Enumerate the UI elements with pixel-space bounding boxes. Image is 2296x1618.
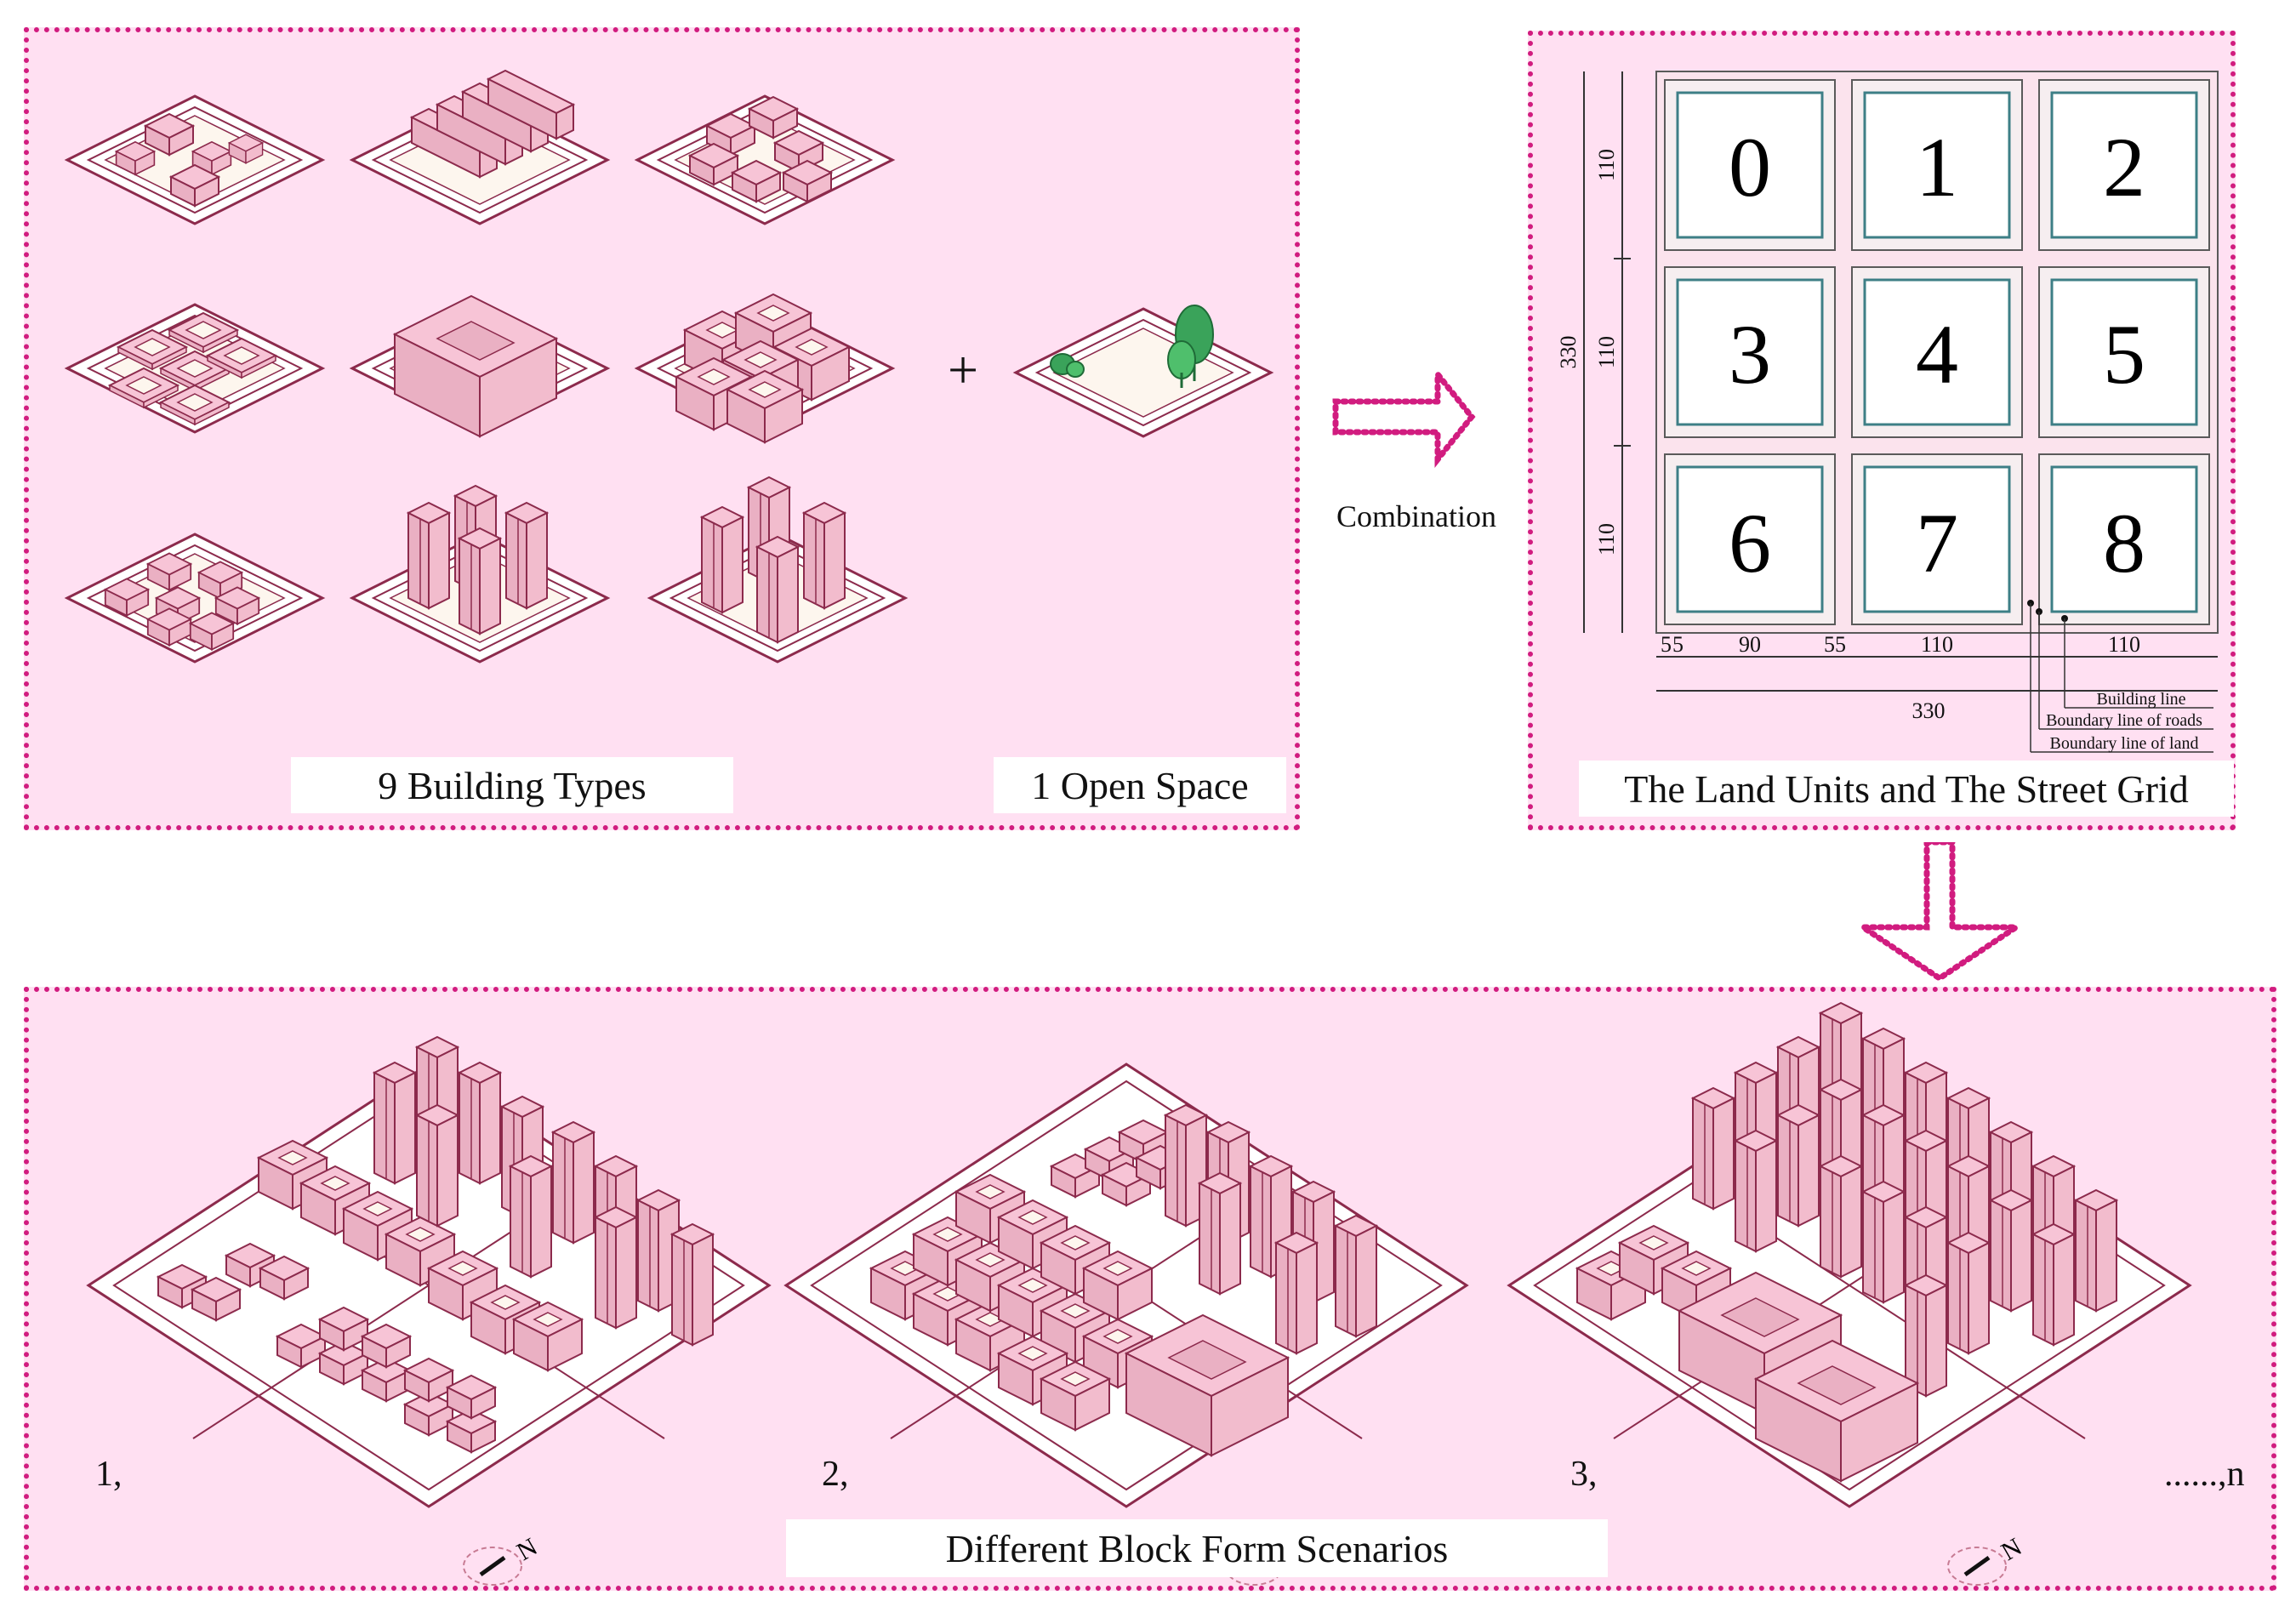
north-label-1: N [512, 1533, 542, 1566]
building-type-large-courtyard [350, 294, 609, 438]
dim-bottom-e: 110 [1921, 632, 1953, 657]
scenarios-panel: N 1, [24, 987, 2276, 1591]
scenario-label-1: 1, [95, 1455, 122, 1494]
tree-icon [1167, 305, 1214, 388]
scenario-label-2: 2, [822, 1455, 849, 1494]
land-cell-5 [2038, 266, 2210, 438]
land-cell-2 [2038, 79, 2210, 251]
land-cell-3 [1664, 266, 1836, 438]
dim-total-horizontal: 330 [1912, 698, 1946, 723]
scenario-1 [87, 1036, 771, 1508]
dim-bottom-a: 5 [1661, 632, 1672, 657]
building-type-low-blocks [66, 533, 324, 664]
dim-left-row2: 110 [1594, 336, 1619, 368]
scenarios-illustration: N 1, [87, 1002, 2245, 1586]
dim-bottom-d: 55 [1824, 632, 1846, 657]
open-space-plot [1014, 305, 1273, 438]
building-type-courtyard-points [635, 293, 894, 443]
building-type-cross-lowrise [635, 94, 894, 225]
land-cells [1664, 79, 2210, 625]
scenario-2 [784, 1063, 1468, 1508]
building-types-illustration: + [66, 70, 1273, 664]
cell-number-2: 2 [2103, 120, 2145, 214]
land-units-caption: The Land Units and The Street Grid [1579, 761, 2234, 817]
compass-1: N [464, 1533, 542, 1585]
land-cell-6 [1664, 453, 1836, 625]
legend-land-line: Boundary line of land [2050, 734, 2199, 753]
land-units-panel: 0 1 2 3 4 5 6 7 8 110 110 110 330 5 5 90… [1528, 31, 2236, 830]
cell-number-3: 3 [1729, 307, 1771, 402]
land-units-diagram: 0 1 2 3 4 5 6 7 8 110 110 110 330 5 5 90… [1556, 71, 2219, 753]
down-arrow-icon [1853, 842, 2026, 983]
cell-number-0: 0 [1729, 120, 1771, 214]
land-cell-7 [1851, 453, 2023, 625]
legend-building-line: Building line [2097, 690, 2186, 709]
legend-roads-line: Boundary line of roads [2046, 711, 2202, 730]
building-type-row-slabs [350, 70, 609, 225]
compass-3: N [1948, 1533, 2026, 1585]
cell-number-7: 7 [1916, 496, 1958, 590]
dim-total-vertical: 330 [1556, 336, 1581, 369]
building-type-highrise-cross [350, 485, 609, 664]
cell-number-4: 4 [1916, 307, 1958, 402]
land-cell-4 [1851, 266, 2023, 438]
building-type-low-courtyards [66, 303, 324, 434]
building-types-panel: + [24, 27, 1300, 830]
combination-arrow [1332, 366, 1476, 468]
cell-number-6: 6 [1729, 496, 1771, 590]
dim-bottom-f: 110 [2108, 632, 2140, 657]
bush-icon [1050, 353, 1085, 378]
north-label-3: N [1997, 1533, 2026, 1566]
land-cell-8 [2038, 453, 2210, 625]
scenario-label-3: 3, [1570, 1455, 1598, 1494]
dim-bottom-c: 90 [1739, 632, 1761, 657]
cell-number-8: 8 [2103, 496, 2145, 590]
dim-left-row1: 110 [1594, 149, 1619, 181]
dim-left-row3: 110 [1594, 523, 1619, 555]
open-space-caption: 1 Open Space [994, 757, 1286, 813]
building-types-caption: 9 Building Types [291, 757, 733, 813]
building-type-courtyard-perimeter [66, 94, 324, 225]
cell-number-5: 5 [2103, 307, 2145, 402]
scenario-ellipsis: ......,n [2164, 1455, 2245, 1494]
arrow-right-icon [1332, 366, 1476, 468]
combination-label: Combination [1336, 499, 1496, 533]
plus-sign: + [948, 339, 978, 400]
cell-number-1: 1 [1916, 120, 1958, 214]
dim-bottom-b: 5 [1672, 632, 1684, 657]
building-type-highrise-point [648, 476, 907, 664]
scenario-3 [1507, 1002, 2191, 1508]
scenarios-caption: Different Block Form Scenarios [786, 1519, 1608, 1577]
land-cell-0 [1664, 79, 1836, 251]
land-cell-1 [1851, 79, 2023, 251]
